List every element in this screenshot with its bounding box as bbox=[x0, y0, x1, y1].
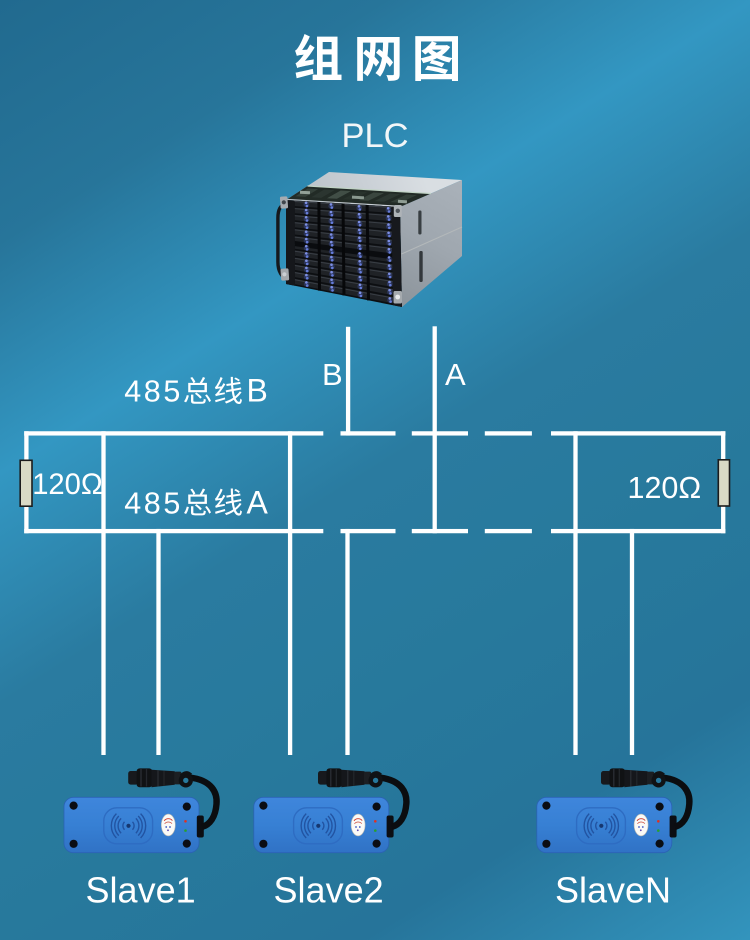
svg-text:485: 485 bbox=[124, 486, 183, 520]
svg-text:485: 485 bbox=[124, 375, 183, 409]
svg-text:A: A bbox=[247, 484, 269, 520]
svg-text:SlaveN: SlaveN bbox=[555, 870, 671, 911]
svg-text:120Ω: 120Ω bbox=[628, 471, 702, 505]
svg-text:120Ω: 120Ω bbox=[32, 469, 103, 501]
svg-text:A: A bbox=[445, 357, 466, 392]
svg-text:Slave2: Slave2 bbox=[274, 870, 384, 911]
svg-text:B: B bbox=[322, 357, 343, 392]
svg-text:Slave1: Slave1 bbox=[86, 870, 196, 911]
svg-text:B: B bbox=[247, 373, 268, 409]
svg-text:PLC: PLC bbox=[341, 117, 408, 155]
